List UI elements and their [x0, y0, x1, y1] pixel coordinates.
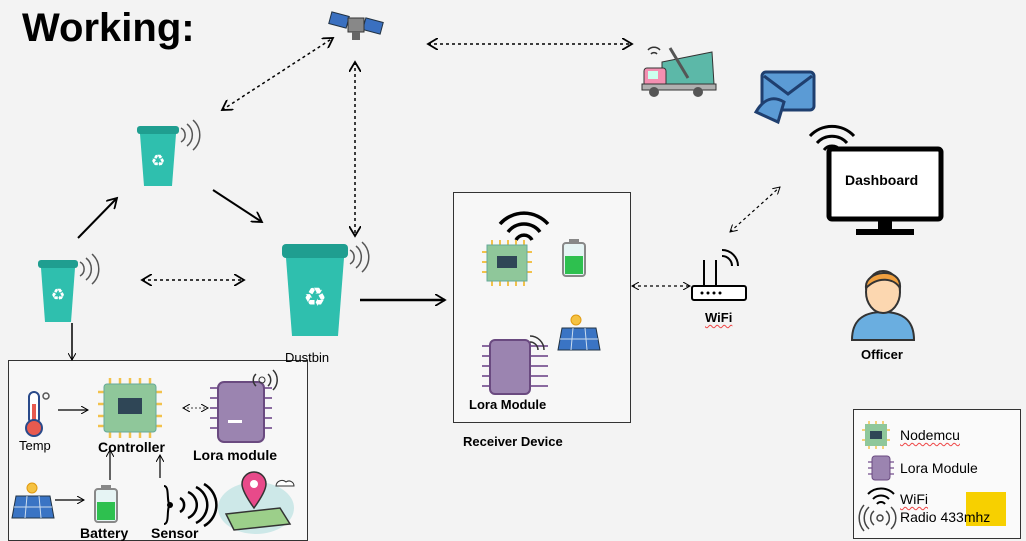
arrow-bin-to-bin-up — [77, 198, 117, 239]
message-icon — [753, 70, 816, 125]
dashboard-label: Dashboard — [845, 172, 919, 188]
nodemcu-chip-icon — [482, 240, 532, 286]
wifi-icon — [867, 487, 895, 505]
satellite-icon — [328, 11, 384, 40]
receiver-lora-label: Lora Module — [469, 397, 547, 412]
receiver-device-label: Receiver Device — [463, 434, 563, 449]
controller-chip-icon — [98, 378, 162, 438]
legend-item-wifi: WiFi — [900, 491, 928, 507]
officer-avatar-icon — [850, 270, 916, 341]
temp-label: Temp — [19, 438, 51, 453]
lora-module-icon — [482, 335, 548, 395]
battery-icon — [562, 239, 586, 277]
arrow-router-dashboard — [730, 187, 780, 232]
legend-label: WiFi — [900, 491, 928, 507]
legend-item-nodemcu: Nodemcu — [900, 427, 960, 443]
receiver-device-box — [453, 192, 631, 423]
smart-dustbin-icon: ♻ — [137, 119, 201, 186]
battery-icon — [94, 485, 118, 523]
dustbin-label: Dustbin — [285, 350, 330, 365]
lora-module-icon — [868, 455, 894, 481]
legend-item-lora: Lora Module — [900, 460, 978, 476]
smart-dustbin-icon: ♻ — [38, 253, 100, 322]
nodemcu-chip-icon — [862, 421, 890, 449]
garbage-truck-icon — [641, 46, 717, 97]
solar-panel-icon — [11, 482, 55, 519]
lora-module-label: Lora module — [193, 447, 278, 463]
solar-panel-icon — [557, 314, 601, 351]
controller-label: Controller — [98, 439, 165, 455]
lora-module-icon — [210, 369, 278, 443]
officer-label: Officer — [861, 347, 903, 362]
wifi-icon — [498, 211, 550, 241]
svg-text:♻: ♻ — [51, 287, 65, 304]
svg-text:♻: ♻ — [151, 153, 165, 170]
monitor-icon — [826, 146, 944, 235]
ultrasonic-sensor-icon — [163, 482, 218, 528]
legend-item-radio: Radio 433mhz — [900, 509, 991, 525]
radio-icon — [858, 504, 897, 532]
legend-label: Nodemcu — [900, 427, 960, 443]
router-icon — [691, 249, 747, 301]
battery-label: Battery — [80, 525, 129, 541]
smart-dustbin-icon: ♻ — [282, 241, 370, 336]
sensor-label: Sensor — [151, 525, 199, 541]
svg-text:♻: ♻ — [303, 282, 326, 312]
location-map-icon — [218, 471, 295, 534]
thermometer-icon — [25, 391, 50, 437]
arrow-bin-satellite — [222, 38, 333, 110]
arrow-bin-to-dustbin — [212, 189, 262, 222]
page-title: Working: — [22, 6, 195, 50]
wifi-label: WiFi — [705, 310, 733, 325]
legend-highlight — [966, 492, 1006, 526]
